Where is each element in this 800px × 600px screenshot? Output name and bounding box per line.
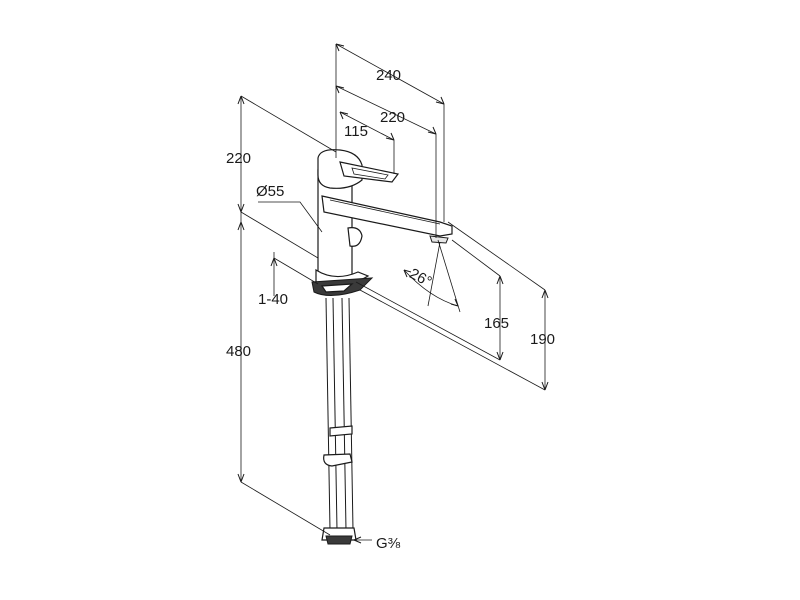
dimension-labels: 240 220 115 220 Ø55 1-40 26° 165 190 480… xyxy=(226,67,555,552)
dim-deck-thickness: 1-40 xyxy=(258,291,288,308)
dim-hose-length: 480 xyxy=(226,343,251,360)
dimension-lines xyxy=(237,43,549,544)
dim-total-outlet-height: 190 xyxy=(530,331,555,348)
dim-height-above-spout: 220 xyxy=(226,150,251,167)
dim-spout-reach: 220 xyxy=(380,109,405,126)
dim-connection-thread: G⅜ xyxy=(376,535,401,552)
dim-spout-outlet-height: 165 xyxy=(484,315,509,332)
dim-spout-angle: 26° xyxy=(406,265,434,291)
dim-outlet-reach: 240 xyxy=(376,67,401,84)
dim-lever-length: 115 xyxy=(344,123,368,140)
dim-base-diameter: Ø55 xyxy=(256,183,284,200)
faucet-body xyxy=(311,149,453,545)
